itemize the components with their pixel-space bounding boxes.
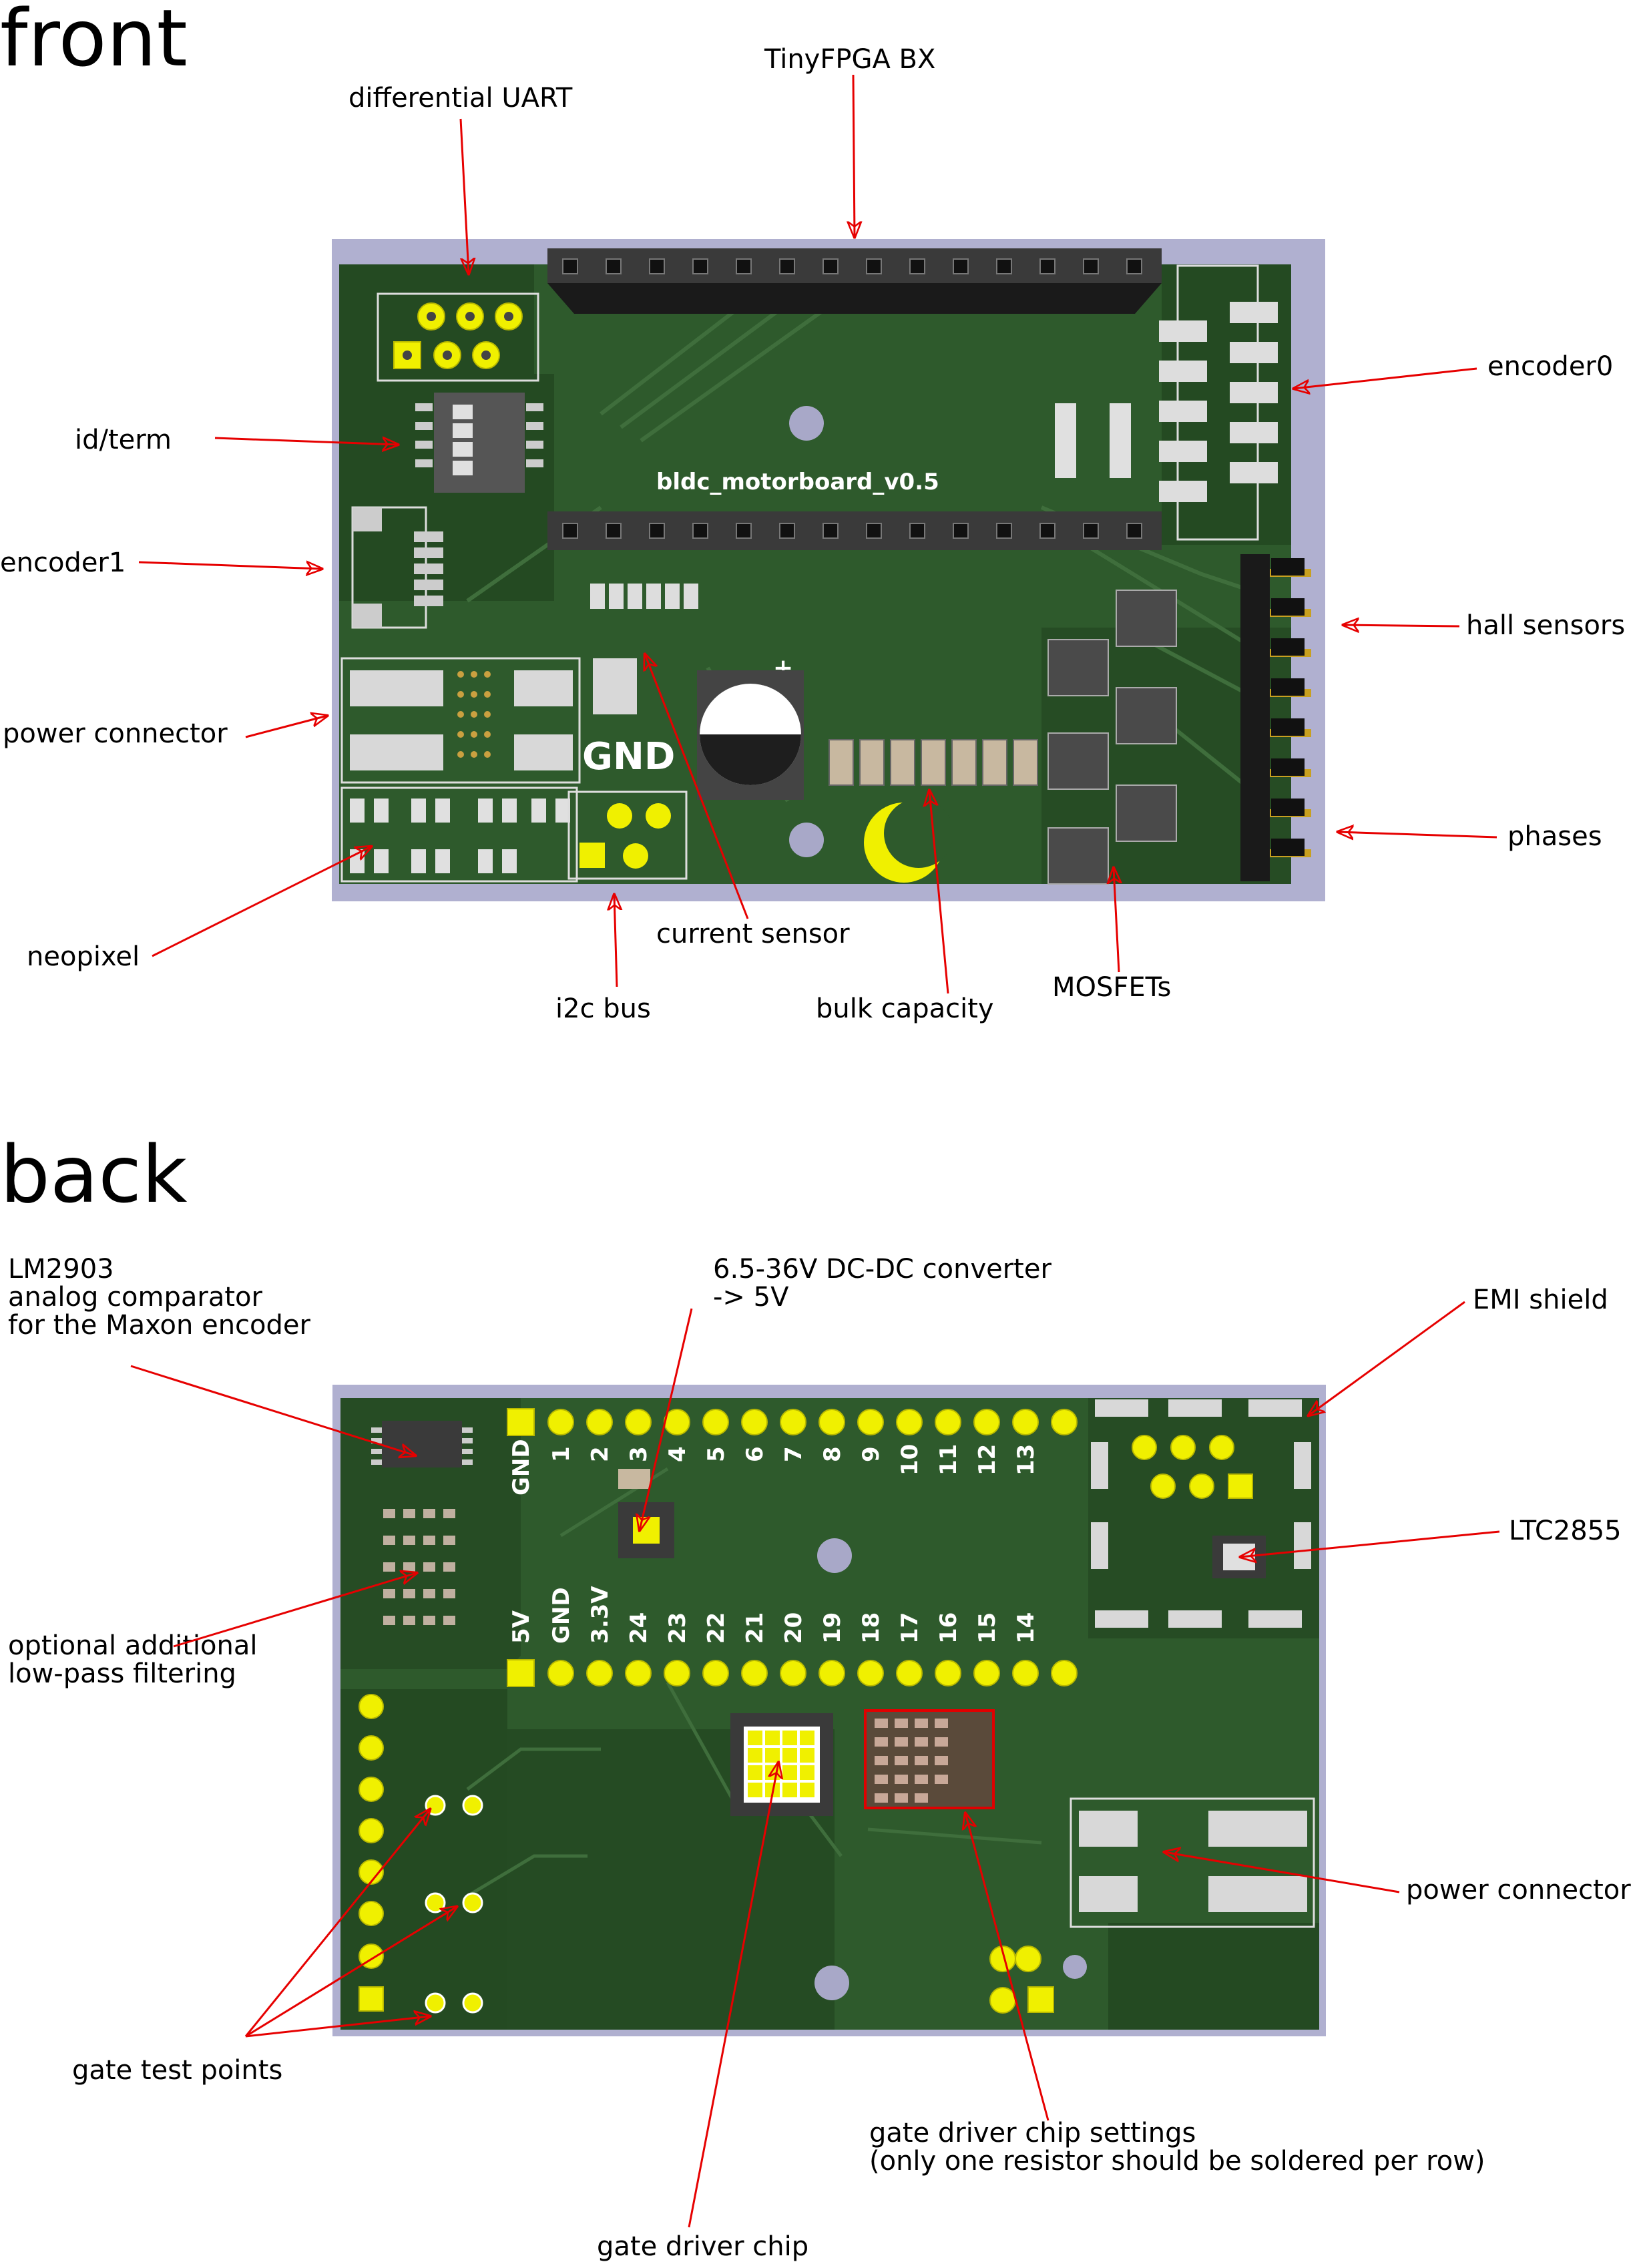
side-header [1240, 554, 1270, 881]
label-bulk: bulk capacity [816, 993, 994, 1024]
mosfets [1047, 590, 1177, 885]
pin-label: 11 [935, 1444, 962, 1476]
label-phases: phases [1507, 821, 1602, 852]
pin-label: 5 [703, 1446, 730, 1462]
label-current-sensor: current sensor [656, 919, 850, 949]
back-title: back [0, 1128, 187, 1220]
pin-label: 21 [742, 1612, 768, 1644]
pin-label: 16 [935, 1612, 962, 1644]
label-gate-test-points: gate test points [72, 2055, 282, 2086]
pin-label: 10 [897, 1444, 923, 1476]
label-mosfets: MOSFETs [1052, 972, 1171, 1003]
label-lm2903-2: analog comparator [8, 1282, 263, 1313]
pin-label: 23 [664, 1612, 691, 1644]
pin-label: 13 [1013, 1444, 1039, 1476]
pin-label: 6 [742, 1446, 768, 1462]
gnd-silk: GND [582, 735, 675, 778]
label-dcdc-1: 6.5-36V DC-DC converter [713, 1254, 1051, 1285]
label-i2c: i2c bus [555, 993, 651, 1024]
pin-label: 5V [508, 1610, 535, 1644]
pin-label: 24 [626, 1612, 652, 1644]
label-gd-settings-2: (only one resistor should be soldered pe… [869, 2146, 1485, 2177]
pin-label: 1 [548, 1446, 575, 1462]
pin-label: GND [508, 1439, 535, 1496]
back-labels: LM2903 analog comparator for the Maxon e… [8, 1254, 1631, 2262]
pin-label: 4 [664, 1446, 691, 1462]
pin-label: 14 [1013, 1612, 1039, 1644]
label-encoder1: encoder1 [0, 547, 126, 578]
top-header-pads [507, 1408, 1078, 1436]
label-id-term: id/term [75, 425, 172, 455]
dip-switch [434, 393, 525, 493]
board-name: bldc_motorboard_v0.5 [656, 469, 939, 495]
pin-label: 12 [974, 1444, 1001, 1476]
label-gate-driver-chip: gate driver chip [597, 2231, 808, 2262]
front-labels: TinyFPGA BX differential UART id/term en… [0, 44, 1625, 1024]
pin-label: 3 [626, 1446, 652, 1462]
pin-label: 9 [858, 1446, 885, 1462]
label-power-back: power connector [1406, 1875, 1631, 1905]
bottom-pin-labels: 5V GND 3.3V 24 23 22 21 20 19 18 17 16 1… [508, 1586, 1039, 1644]
pin-label: 19 [819, 1612, 846, 1644]
lm2903-chip [382, 1421, 462, 1467]
label-tinyfpga: TinyFPGA BX [764, 44, 935, 75]
label-emi-shield: EMI shield [1473, 1285, 1608, 1315]
label-diff-uart: differential UART [348, 83, 573, 114]
label-neopixel: neopixel [27, 941, 140, 972]
tinyfpga-header-top [547, 248, 1162, 283]
front-title: front [0, 0, 188, 84]
pin-label: 8 [819, 1446, 846, 1462]
uart-outline [377, 292, 539, 382]
label-ltc2855: LTC2855 [1509, 1516, 1622, 1546]
label-lowpass-1: optional additional [8, 1630, 257, 1661]
label-power-front: power connector [3, 718, 228, 749]
label-lm2903-1: LM2903 [8, 1254, 114, 1285]
tinyfpga-header-bottom [547, 511, 1162, 550]
bottom-header-pads [507, 1659, 1078, 1687]
pin-label: 7 [780, 1446, 807, 1462]
pin-label: 2 [587, 1446, 614, 1462]
emi-shield [1091, 1399, 1311, 1628]
back-arrows [130, 1301, 1500, 2228]
pin-label: 18 [858, 1612, 885, 1644]
pin-label: 22 [703, 1612, 730, 1644]
pin-label: 15 [974, 1612, 1001, 1644]
label-encoder0: encoder0 [1487, 351, 1613, 382]
pin-label: 20 [780, 1612, 807, 1644]
pin-label: 17 [897, 1612, 923, 1644]
back-board: GND 1 2 3 4 5 6 7 8 9 10 11 12 13 5V GND… [332, 1385, 1326, 2036]
front-arrows [138, 74, 1497, 994]
gate-test-points [425, 1795, 483, 2014]
label-hall-sensors: hall sensors [1466, 610, 1625, 641]
label-gd-settings-1: gate driver chip settings [869, 2118, 1196, 2148]
label-lowpass-2: low-pass filtering [8, 1658, 236, 1689]
front-board: bldc_motorboard_v0.5 GND + [332, 239, 1325, 901]
top-pin-labels: GND 1 2 3 4 5 6 7 8 9 10 11 12 13 [508, 1439, 1039, 1496]
label-lm2903-3: for the Maxon encoder [8, 1310, 311, 1341]
pin-label: 3.3V [587, 1586, 614, 1644]
pin-label: GND [548, 1587, 575, 1644]
label-dcdc-2: -> 5V [713, 1282, 789, 1313]
